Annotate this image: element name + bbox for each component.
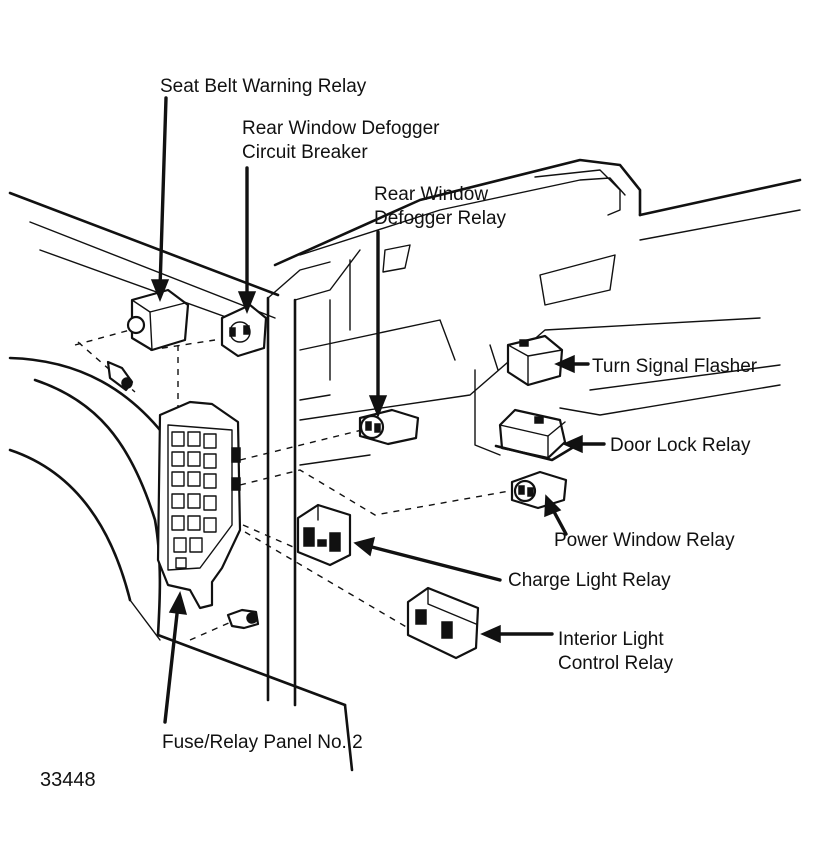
door-lock-relay-part: [494, 408, 574, 462]
label-circuit-breaker-line2: Circuit Breaker: [242, 142, 368, 163]
component-labels: Seat Belt Warning Relay Rear Window Defo…: [40, 76, 758, 791]
label-circuit-breaker-line1: Rear Window Defogger: [242, 118, 440, 139]
power-window-relay-part: [510, 470, 568, 510]
mounting-screw-top: [106, 360, 134, 392]
charge-light-relay-part: [296, 503, 352, 567]
label-power-window-relay: Power Window Relay: [554, 530, 735, 551]
mounting-screw-bottom: [226, 608, 260, 630]
fuse-relay-panel: [156, 400, 242, 610]
seat-belt-warning-relay-part: [126, 288, 190, 352]
label-defogger-relay-line2: Defogger Relay: [374, 208, 507, 229]
label-door-lock-relay: Door Lock Relay: [610, 435, 751, 456]
circuit-breaker-part: [220, 303, 268, 358]
label-charge-light-relay: Charge Light Relay: [508, 570, 671, 591]
turn-signal-flasher-part: [506, 334, 564, 387]
leader-arrows: [150, 96, 606, 724]
label-interior-light-line2: Control Relay: [558, 653, 674, 674]
label-fuse-relay-panel: Fuse/Relay Panel No. 2: [162, 732, 363, 753]
fuse-slots: [171, 431, 217, 569]
figure-number: 33448: [40, 769, 96, 791]
label-interior-light-line1: Interior Light: [558, 629, 664, 650]
label-defogger-relay-line1: Rear Window: [374, 184, 488, 205]
defogger-relay-part: [358, 408, 420, 446]
interior-light-control-relay-part: [406, 586, 480, 660]
label-seat-belt-warning-relay: Seat Belt Warning Relay: [160, 76, 367, 97]
label-turn-signal-flasher: Turn Signal Flasher: [592, 356, 758, 377]
vehicle-body-outline: [8, 158, 802, 772]
